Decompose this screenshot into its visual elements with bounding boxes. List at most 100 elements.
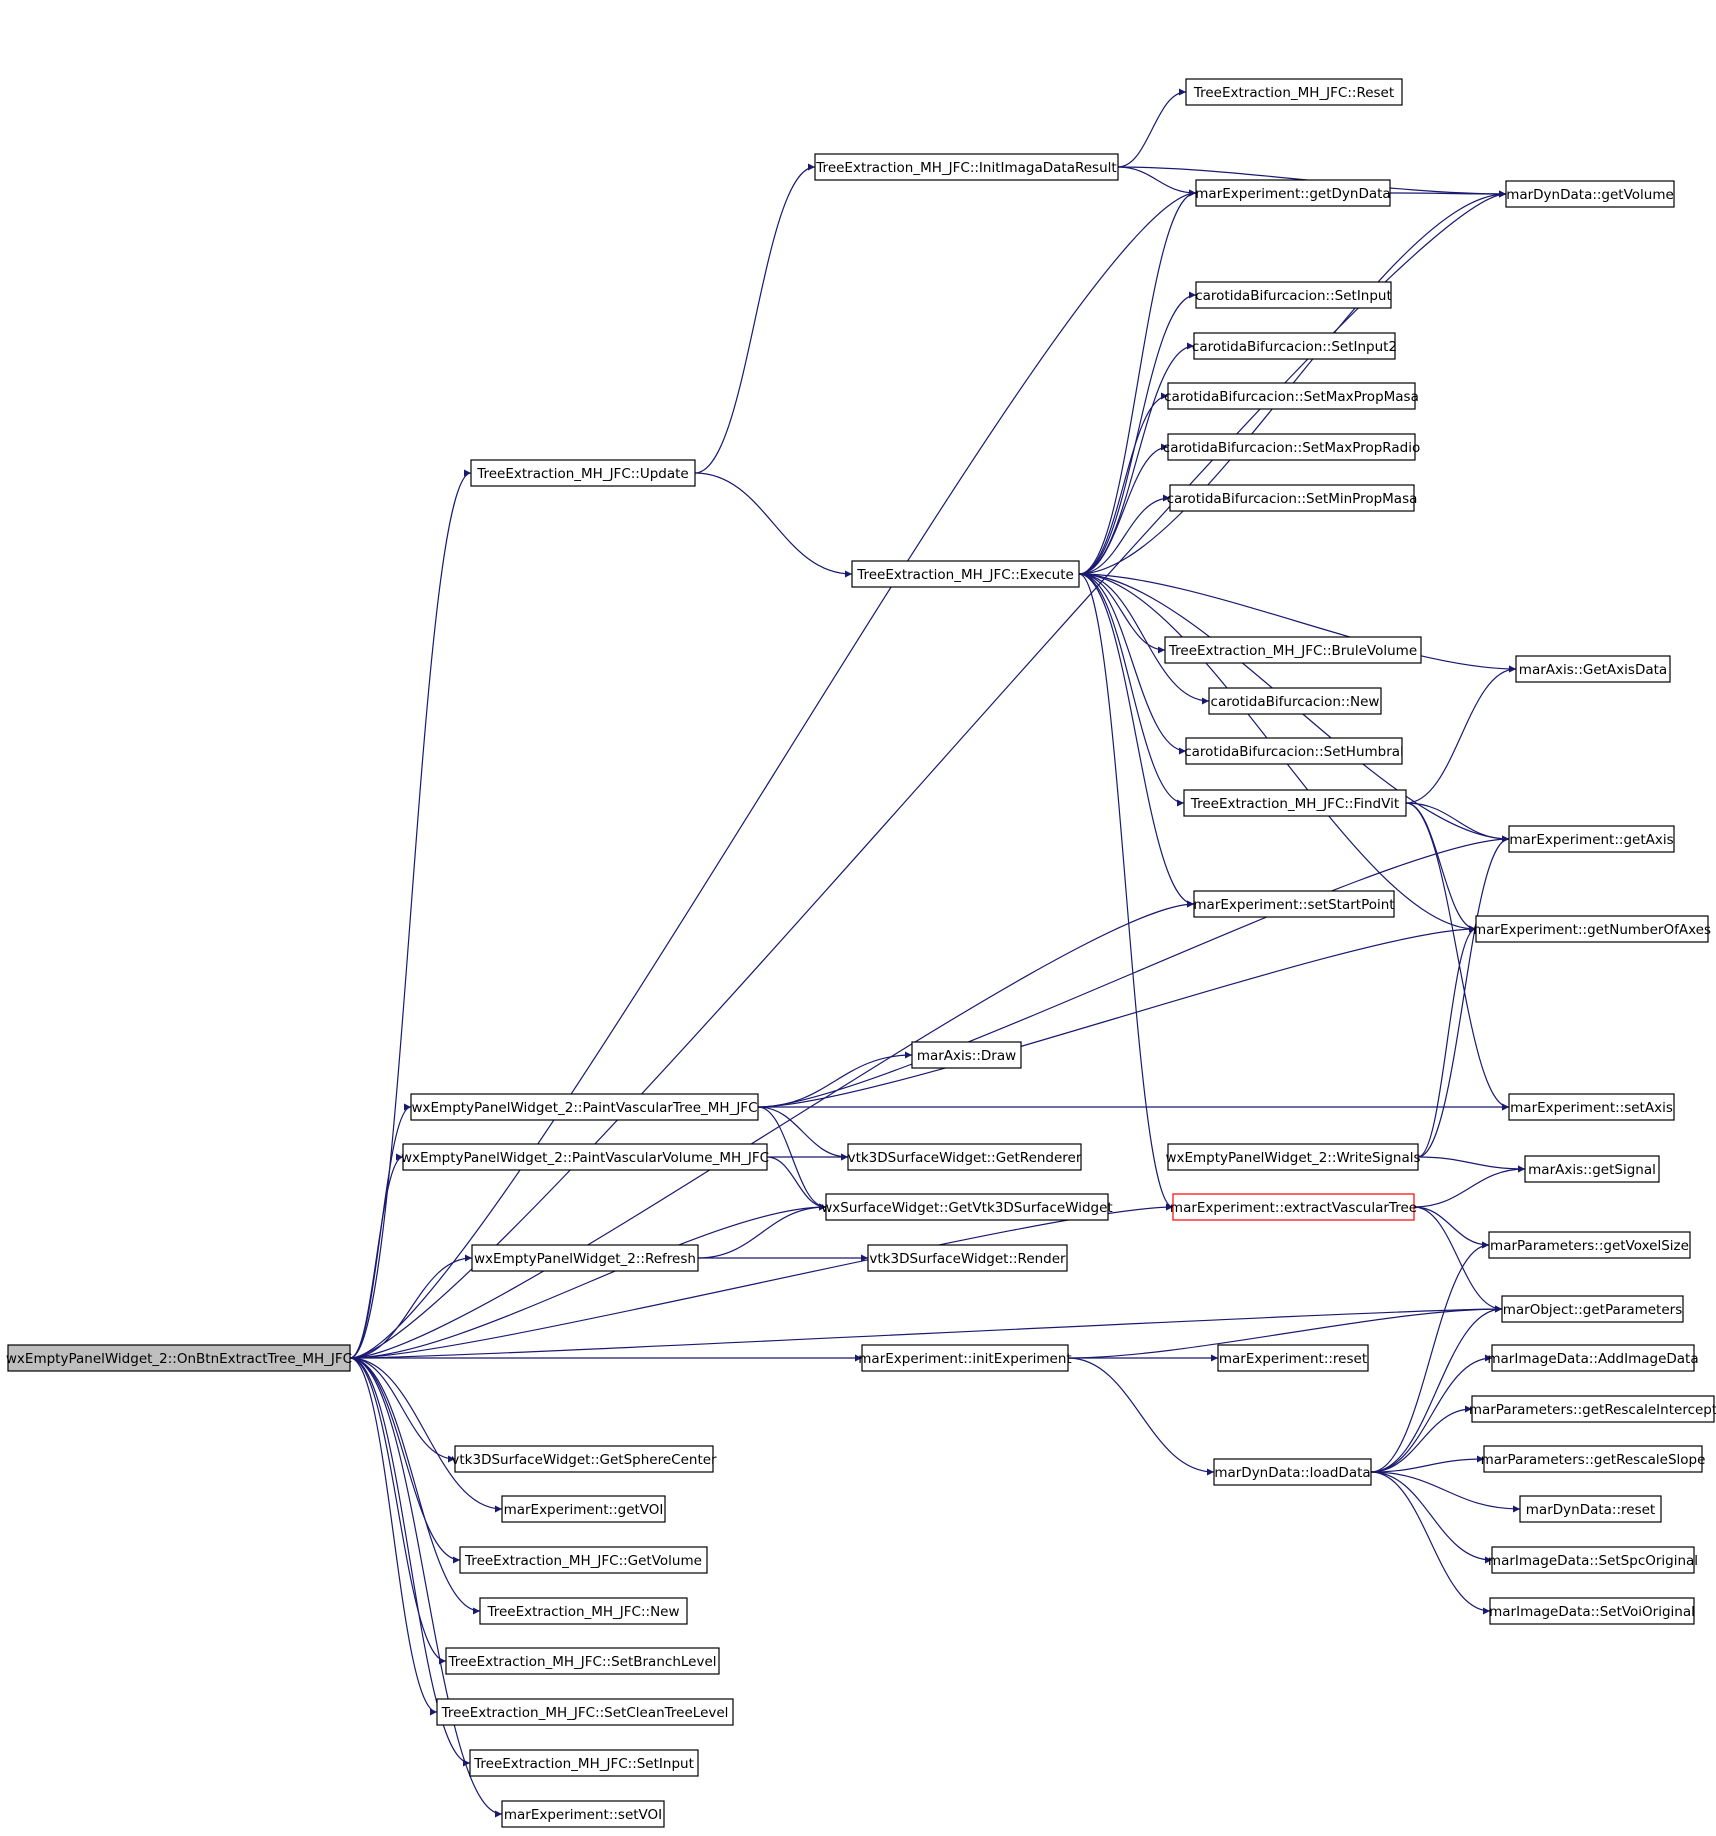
node-box[interactable] xyxy=(454,1445,714,1473)
node-box[interactable] xyxy=(1491,1344,1695,1372)
node-box[interactable] xyxy=(7,1344,351,1372)
node-mi-setspcoriginal[interactable]: marImageData::SetSpcOriginal xyxy=(1488,1546,1698,1574)
node-box[interactable] xyxy=(436,1698,734,1726)
node-box[interactable] xyxy=(1195,179,1391,207)
node-box[interactable] xyxy=(445,1647,720,1675)
node-me-setvoi[interactable]: marExperiment::setVOI xyxy=(501,1800,665,1828)
node-me-reset[interactable]: marExperiment::reset xyxy=(1217,1344,1369,1372)
node-box[interactable] xyxy=(471,1244,699,1272)
node-cb-setinput[interactable]: carotidaBifurcacion::SetInput xyxy=(1195,281,1392,309)
node-te-setinput[interactable]: TreeExtraction_MH_JFC::SetInput xyxy=(469,1749,699,1777)
node-box[interactable] xyxy=(469,1749,699,1777)
node-wx-paintvascularvolume[interactable]: wxEmptyPanelWidget_2::PaintVascularVolum… xyxy=(401,1143,769,1171)
node-wx-paintvasculartree[interactable]: wxEmptyPanelWidget_2::PaintVascularTree_… xyxy=(410,1093,759,1121)
node-root[interactable]: wxEmptyPanelWidget_2::OnBtnExtractTree_M… xyxy=(6,1344,352,1372)
node-box[interactable] xyxy=(861,1344,1069,1372)
node-box[interactable] xyxy=(847,1143,1082,1171)
node-cb-setminpropmasa[interactable]: carotidaBifurcacion::SetMinPropMasa xyxy=(1167,484,1418,512)
node-ws-getvtk3d[interactable]: wxSurfaceWidget::GetVtk3DSurfaceWidget xyxy=(821,1193,1113,1221)
node-te-update[interactable]: TreeExtraction_MH_JFC::Update xyxy=(470,459,696,487)
node-box[interactable] xyxy=(459,1546,708,1574)
node-mi-addimagedata[interactable]: marImageData::AddImageData xyxy=(1487,1344,1699,1372)
node-box[interactable] xyxy=(1185,737,1403,765)
node-box[interactable] xyxy=(1515,655,1671,683)
node-me-initexperiment[interactable]: marExperiment::initExperiment xyxy=(858,1344,1072,1372)
node-me-extractvasculartree[interactable]: marExperiment::extractVascularTree xyxy=(1170,1193,1417,1221)
node-te-execute[interactable]: TreeExtraction_MH_JFC::Execute xyxy=(851,560,1080,588)
node-box[interactable] xyxy=(1475,915,1709,943)
node-md-reset[interactable]: marDynData::reset xyxy=(1519,1495,1662,1523)
node-box[interactable] xyxy=(1488,1231,1691,1259)
node-box[interactable] xyxy=(402,1143,768,1171)
node-me-setaxis[interactable]: marExperiment::setAxis xyxy=(1508,1093,1675,1121)
node-md-loaddata[interactable]: marDynData::loadData xyxy=(1213,1458,1372,1486)
node-box[interactable] xyxy=(1508,1093,1675,1121)
node-box[interactable] xyxy=(1501,1295,1684,1323)
node-box[interactable] xyxy=(1183,789,1407,817)
node-box[interactable] xyxy=(1483,1445,1703,1473)
node-box[interactable] xyxy=(1193,332,1396,360)
node-wx-writesignals[interactable]: wxEmptyPanelWidget_2::WriteSignals xyxy=(1165,1143,1421,1171)
node-box[interactable] xyxy=(1208,687,1382,715)
node-ma-getaxisdata[interactable]: marAxis::GetAxisData xyxy=(1515,655,1671,683)
node-mp-getrescaleslope[interactable]: marParameters::getRescaleSlope xyxy=(1481,1445,1706,1473)
node-box[interactable] xyxy=(1169,484,1415,512)
node-te-reset[interactable]: TreeExtraction_MH_JFC::Reset xyxy=(1185,78,1403,106)
node-box[interactable] xyxy=(1519,1495,1662,1523)
node-mo-getparameters[interactable]: marObject::getParameters xyxy=(1501,1295,1684,1323)
node-me-getdyndata[interactable]: marExperiment::getDynData xyxy=(1195,179,1391,207)
node-te-brulevolume[interactable]: TreeExtraction_MH_JFC::BruleVolume xyxy=(1164,636,1422,664)
node-me-getnumberofaxes[interactable]: marExperiment::getNumberOfAxes xyxy=(1473,915,1711,943)
node-box[interactable] xyxy=(1193,890,1395,918)
node-box[interactable] xyxy=(1508,825,1675,853)
node-box[interactable] xyxy=(851,560,1080,588)
node-me-getaxis[interactable]: marExperiment::getAxis xyxy=(1508,825,1675,853)
node-ma-getsignal[interactable]: marAxis::getSignal xyxy=(1524,1155,1660,1183)
node-mp-getvoxelsize[interactable]: marParameters::getVoxelSize xyxy=(1488,1231,1691,1259)
node-te-new[interactable]: TreeExtraction_MH_JFC::New xyxy=(479,1597,688,1625)
node-box[interactable] xyxy=(1185,78,1403,106)
node-box[interactable] xyxy=(867,1244,1068,1272)
node-box[interactable] xyxy=(1524,1155,1660,1183)
node-wx-refresh[interactable]: wxEmptyPanelWidget_2::Refresh xyxy=(471,1244,699,1272)
node-cb-setmaxpropradio[interactable]: carotidaBifurcacion::SetMaxPropRadio xyxy=(1163,433,1420,461)
node-cb-setmaxpropmasa[interactable]: carotidaBifurcacion::SetMaxPropMasa xyxy=(1164,382,1419,410)
node-box[interactable] xyxy=(911,1041,1022,1069)
node-te-setbranchlevel[interactable]: TreeExtraction_MH_JFC::SetBranchLevel xyxy=(445,1647,720,1675)
node-box[interactable] xyxy=(1172,1193,1415,1221)
node-box[interactable] xyxy=(410,1093,759,1121)
node-box[interactable] xyxy=(1213,1458,1372,1486)
node-box[interactable] xyxy=(814,153,1119,181)
node-box[interactable] xyxy=(1217,1344,1369,1372)
node-box[interactable] xyxy=(825,1193,1109,1221)
node-box[interactable] xyxy=(1164,636,1422,664)
node-mp-getrescaleintercept[interactable]: marParameters::getRescaleIntercept xyxy=(1469,1395,1716,1423)
node-te-getvolume[interactable]: TreeExtraction_MH_JFC::GetVolume xyxy=(459,1546,708,1574)
node-cb-new[interactable]: carotidaBifurcacion::New xyxy=(1208,687,1382,715)
node-vtk-getrenderer[interactable]: vtk3DSurfaceWidget::GetRenderer xyxy=(847,1143,1082,1171)
node-cb-sethumbral[interactable]: carotidaBifurcacion::SetHumbral xyxy=(1184,737,1404,765)
node-box[interactable] xyxy=(1505,180,1675,208)
node-vtk-render[interactable]: vtk3DSurfaceWidget::Render xyxy=(867,1244,1068,1272)
node-te-setcleantreelevel[interactable]: TreeExtraction_MH_JFC::SetCleanTreeLevel xyxy=(436,1698,734,1726)
node-box[interactable] xyxy=(1491,1546,1695,1574)
node-box[interactable] xyxy=(1167,433,1416,461)
node-mi-setvoioriginal[interactable]: marImageData::SetVoiOriginal xyxy=(1489,1597,1695,1625)
node-box[interactable] xyxy=(470,459,696,487)
node-box[interactable] xyxy=(1167,1143,1419,1171)
node-ma-draw[interactable]: marAxis::Draw xyxy=(911,1041,1022,1069)
node-box[interactable] xyxy=(1471,1395,1715,1423)
node-box[interactable] xyxy=(479,1597,688,1625)
node-te-findvit[interactable]: TreeExtraction_MH_JFC::FindVit xyxy=(1183,789,1407,817)
node-box[interactable] xyxy=(501,1800,665,1828)
node-te-init[interactable]: TreeExtraction_MH_JFC::InitImagaDataResu… xyxy=(814,153,1119,181)
node-vtk-getspherecenter[interactable]: vtk3DSurfaceWidget::GetSphereCenter xyxy=(451,1445,717,1473)
node-md-getvolume[interactable]: marDynData::getVolume xyxy=(1505,180,1675,208)
node-box[interactable] xyxy=(1167,382,1416,410)
node-me-setstartpoint[interactable]: marExperiment::setStartPoint xyxy=(1193,890,1395,918)
node-me-getvoi[interactable]: marExperiment::getVOI xyxy=(501,1495,666,1523)
node-box[interactable] xyxy=(1489,1597,1695,1625)
node-cb-setinput2[interactable]: carotidaBifurcacion::SetInput2 xyxy=(1192,332,1397,360)
node-box[interactable] xyxy=(501,1495,666,1523)
node-box[interactable] xyxy=(1195,281,1392,309)
